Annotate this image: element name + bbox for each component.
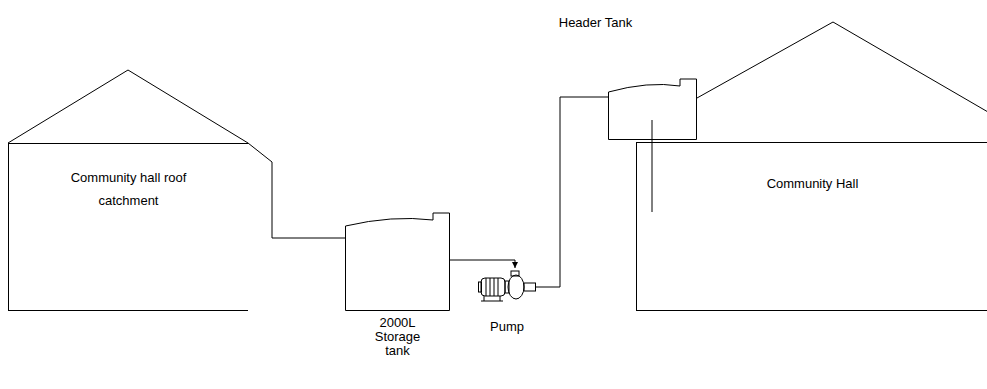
pump-drawing xyxy=(479,271,536,301)
building-box: Community Hall xyxy=(636,142,987,311)
tank-label: Header Tank xyxy=(541,16,651,30)
header-tank: Header Tank xyxy=(608,78,697,140)
hall-roof xyxy=(697,22,987,112)
drop-pipe xyxy=(652,120,653,212)
building-box: Community hall roof catchment xyxy=(8,143,248,311)
building-label: Community hall roof catchment xyxy=(64,166,194,212)
catchment-roof xyxy=(8,70,248,143)
pipe-connector xyxy=(536,97,608,287)
building-label: Community Hall xyxy=(663,172,963,195)
tank-body xyxy=(609,79,697,140)
pipe-connector xyxy=(450,260,515,268)
tank-outline xyxy=(608,78,697,140)
pump-symbol: Pump xyxy=(478,268,536,304)
tank-label: 2000L Storage tank xyxy=(366,316,430,358)
tank-label: Pump xyxy=(477,320,537,334)
tank-body xyxy=(346,213,450,311)
pipe-connector xyxy=(248,143,345,238)
pump-outline xyxy=(478,268,536,304)
tank-outline xyxy=(345,212,450,311)
storage-tank: 2000L Storage tank xyxy=(345,212,450,311)
